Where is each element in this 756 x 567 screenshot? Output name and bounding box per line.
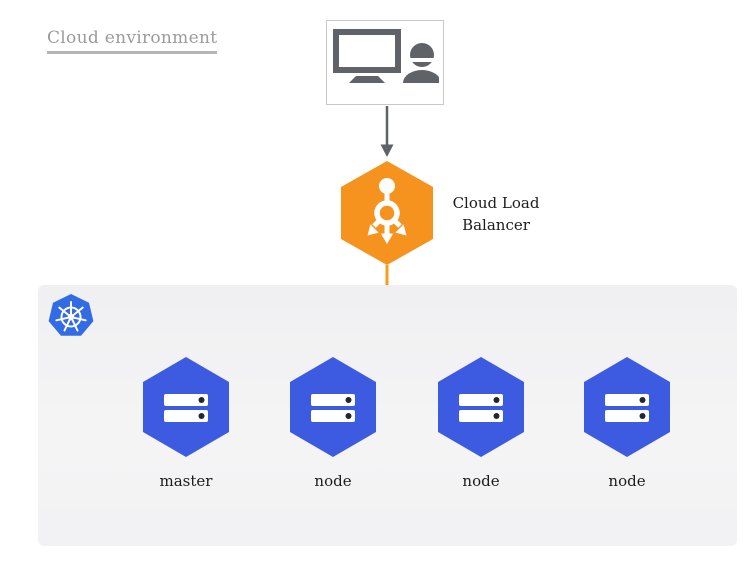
- load-balancer-label: Cloud Load Balancer: [452, 194, 540, 234]
- node-master: master: [143, 357, 229, 490]
- server-icon: [584, 357, 670, 457]
- node-label: master: [159, 472, 213, 490]
- node-3: node: [584, 357, 670, 490]
- node-label: node: [314, 472, 352, 490]
- diagram-title: Cloud environment: [47, 28, 218, 54]
- node-label: node: [608, 472, 646, 490]
- kubernetes-logo-icon: [48, 294, 94, 336]
- load-balancer-icon: [367, 178, 407, 244]
- workstation-user-icon: [333, 28, 439, 83]
- down-arrow-icon: [380, 106, 394, 157]
- client-workstation-box: [326, 20, 444, 105]
- node-1: node: [290, 357, 376, 490]
- load-balancer-hexagon: [341, 161, 433, 265]
- node-label: node: [462, 472, 500, 490]
- server-icon: [438, 357, 524, 457]
- server-icon: [143, 357, 229, 457]
- server-icon: [290, 357, 376, 457]
- node-2: node: [438, 357, 524, 490]
